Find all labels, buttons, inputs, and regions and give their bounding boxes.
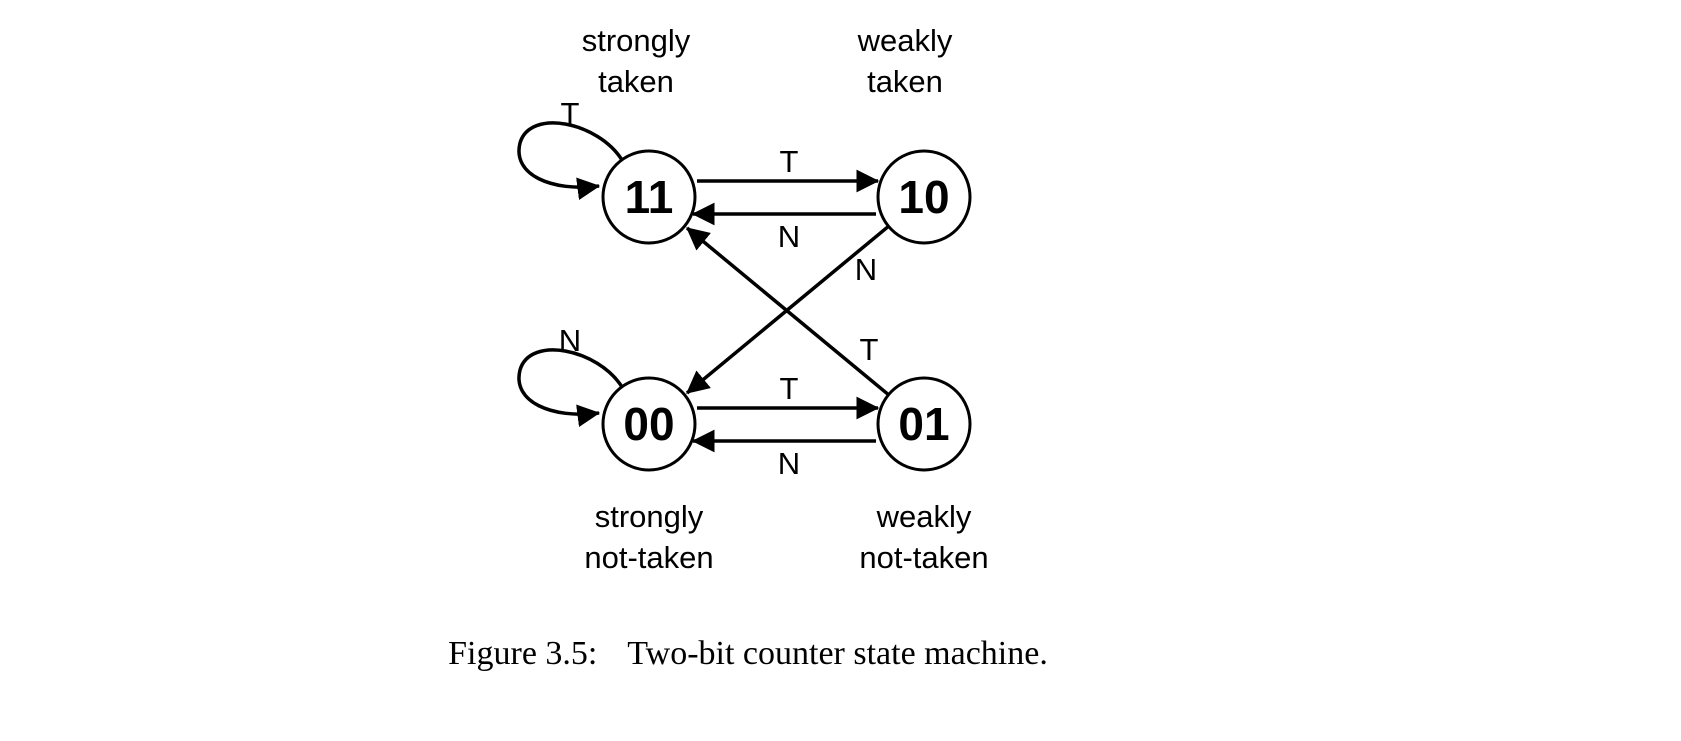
state-00-circle [601,376,697,472]
transition-10-00-label: N [855,252,877,287]
state-11-circle [601,149,697,245]
transition-00-01-label: T [780,371,799,406]
transition-00-self-label: N [559,323,581,358]
state-11-caption-line2: taken [598,64,674,99]
transition-01-11-arrow [685,226,890,397]
transition-10-11-label: N [778,219,800,254]
state-01-circle [876,376,972,472]
state-10-label: 10 [898,171,949,223]
state-10-circle [876,149,972,245]
state-10-caption-line2: taken [867,64,943,99]
transition-11-self-arrow [517,121,624,201]
state-10: 10 [876,149,972,245]
transition-11-10-label: T [780,144,799,179]
state-11: 11 [601,149,697,245]
figure-caption: Figure 3.5: Two-bit counter state machin… [448,635,1048,672]
state-00: 00 [601,376,697,472]
state-10-caption-line1: weakly [857,23,953,58]
figure-caption-title: Two-bit counter state machine. [627,635,1048,672]
state-00-label: 00 [623,398,674,450]
state-01: 01 [876,376,972,472]
state-11-label: 11 [625,171,674,223]
transition-00-self-arrow [517,348,624,428]
transition-01-00-label: N [778,446,800,481]
figure-caption-number: Figure 3.5: [448,635,597,672]
state-01-caption-line2: not-taken [859,540,988,575]
state-01-caption-line1: weakly [876,499,972,534]
transition-01-11-label: T [860,332,879,367]
state-00-caption-line2: not-taken [584,540,713,575]
state-00-caption-line1: strongly [595,499,704,534]
state-01-label: 01 [898,398,949,450]
state-11-caption-line1: strongly [582,23,691,58]
transition-11-self-label: T [561,96,580,131]
